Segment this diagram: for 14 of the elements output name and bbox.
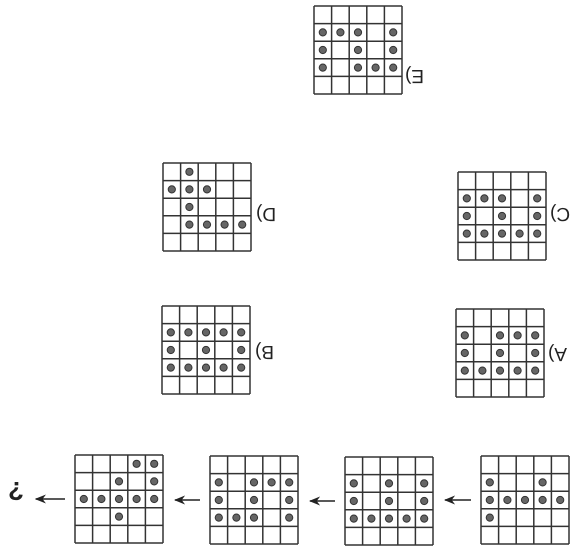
dot-grid [210,456,298,544]
option-label: B) [255,342,274,361]
dot-grid [481,456,569,544]
arrow [308,496,335,506]
option-label: D) [256,204,276,223]
option-label: C) [550,204,570,223]
arrow [444,496,471,504]
option-label: E) [405,66,424,85]
question-mark: ? [8,478,24,504]
option-label: A) [548,344,567,363]
arrow [34,494,65,504]
dot-grid [75,455,163,543]
arrow [174,496,200,504]
dot-grid [345,457,433,545]
